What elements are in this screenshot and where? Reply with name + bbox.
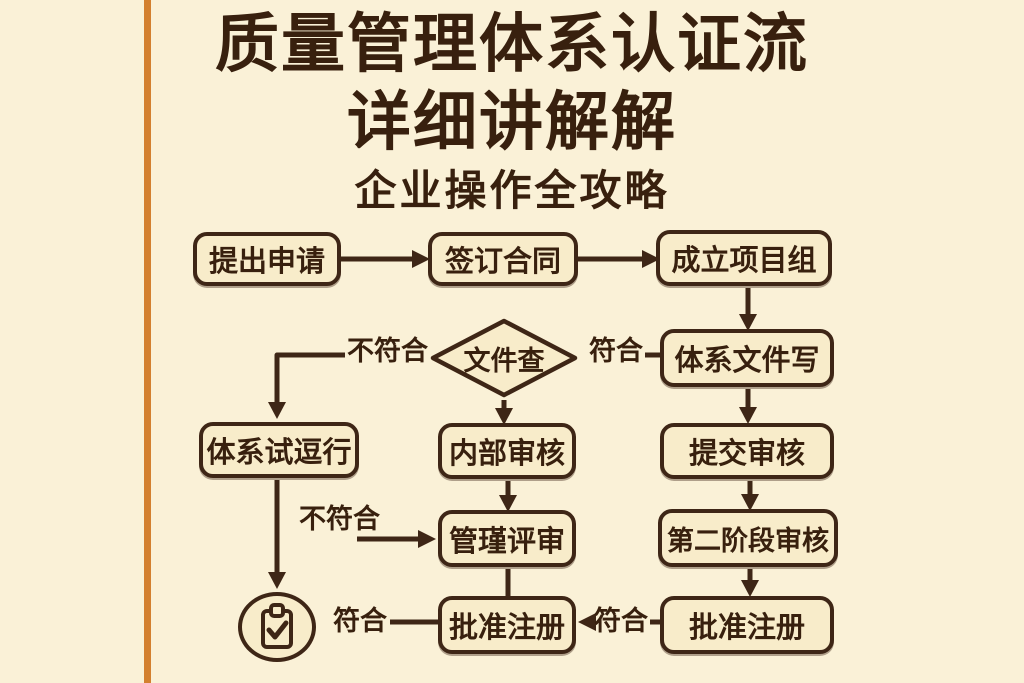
decision-doc-check: 文件查: [430, 318, 578, 398]
node-approve-register-right: 批准注册: [660, 596, 834, 654]
edge-label-not-conform-mid: 不符合: [299, 504, 380, 534]
node-sign-contract: 签订合同: [428, 232, 578, 286]
page-subtitle: 企业操作全攻略: [354, 167, 670, 214]
edge-label-not-conform-top: 不符合: [347, 336, 428, 366]
node-system-trial-run: 体系试逗行: [199, 422, 359, 478]
clipboard-check-icon: [261, 603, 293, 649]
page-title-line1: 质量管理体系认证流: [215, 8, 809, 80]
edge-label-conform-bottom-mid: 符合: [594, 606, 648, 636]
page-title-line2: 详细讲解解: [347, 86, 677, 158]
node-approve-register-left: 批准注册: [438, 596, 576, 654]
node-management-review: 管瑾评审: [438, 510, 576, 567]
node-write-system-docs: 体系文件写: [660, 329, 834, 387]
arrow-notconform-to-trial: [274, 352, 345, 404]
decision-doc-check-label: 文件查: [463, 345, 545, 376]
done-terminal: [238, 592, 316, 662]
node-form-project-team: 成立项目组: [656, 230, 832, 286]
diamond-shape: [430, 318, 578, 398]
node-stage2-audit: 第二阶段审核: [658, 509, 838, 567]
node-internal-audit: 内部审核: [438, 423, 576, 479]
node-apply: 提出申请: [193, 232, 341, 286]
edge-label-conform-top: 符合: [589, 336, 643, 366]
left-accent-stripe: [144, 0, 151, 683]
node-submit-review: 提交审核: [660, 423, 834, 479]
edge-label-conform-bottom-left: 符合: [333, 606, 387, 636]
